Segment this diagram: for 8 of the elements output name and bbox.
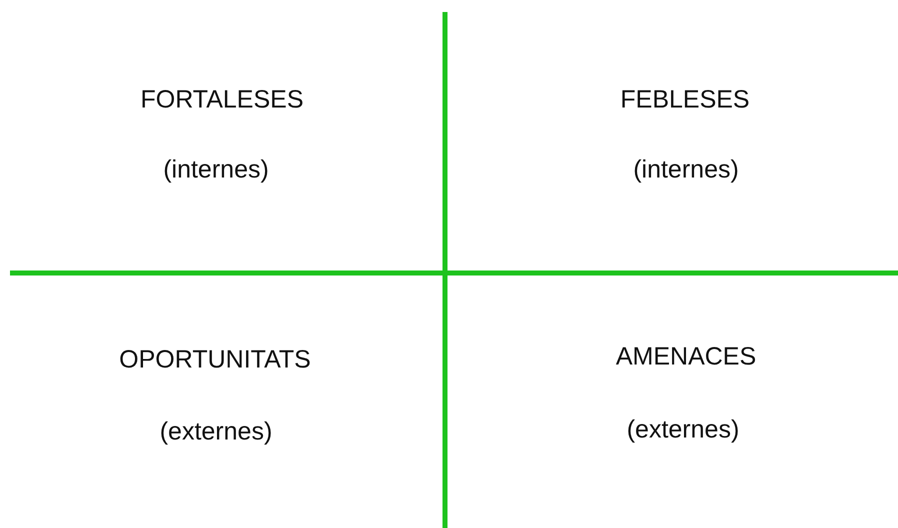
quadrant-heading: FEBLESES — [620, 86, 750, 114]
quadrant-heading: AMENACES — [616, 342, 756, 372]
quadrant-heading: FORTALESES — [140, 86, 304, 114]
quadrant-note: (internes) — [633, 156, 739, 184]
quadrant-note: (externes) — [160, 418, 272, 446]
quadrant-note: (internes) — [163, 156, 269, 184]
quadrant-heading: OPORTUNITATS — [119, 346, 311, 374]
quadrant-note: (externes) — [626, 416, 740, 444]
